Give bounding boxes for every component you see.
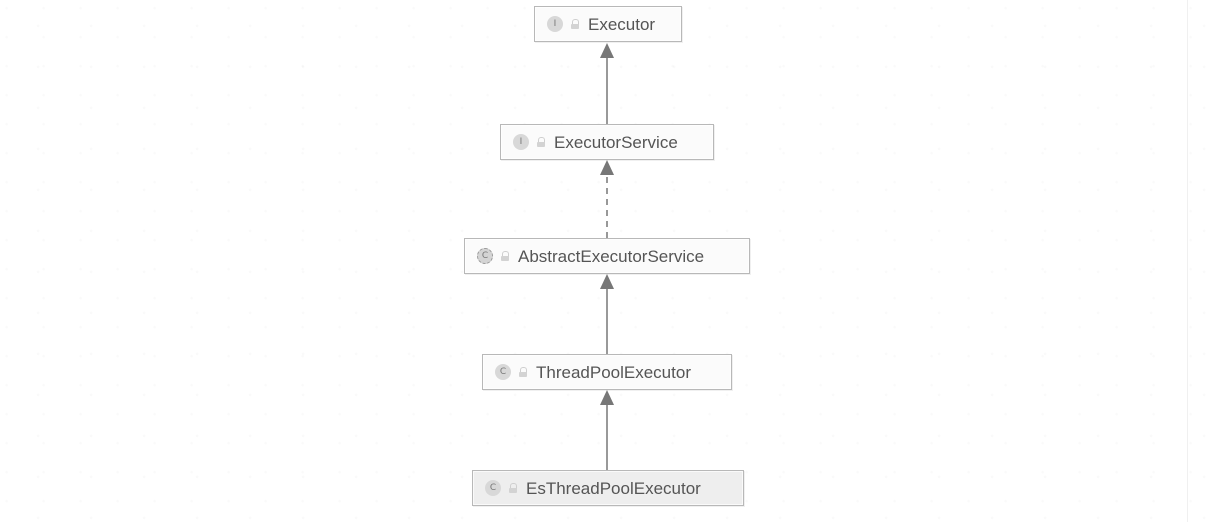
class-node-executor[interactable]: I Executor [534, 6, 682, 42]
class-node-thread-pool-executor[interactable]: C ThreadPoolExecutor [482, 354, 732, 390]
lock-icon [508, 483, 519, 493]
interface-type-icon: I [547, 16, 563, 32]
class-name-label: Executor [588, 14, 656, 34]
class-node-executor-service[interactable]: I ExecutorService [500, 124, 714, 160]
abstract-class-type-icon: C [477, 248, 493, 264]
lock-icon [518, 367, 529, 377]
class-name-label: EsThreadPoolExecutor [526, 478, 701, 498]
class-node-es-thread-pool-executor[interactable]: C EsThreadPoolExecutor [472, 470, 744, 506]
interface-type-icon: I [513, 134, 529, 150]
extends-arrow-es-thread-pool-executor-head [600, 390, 614, 405]
page-edge [1187, 0, 1188, 522]
class-name-label: AbstractExecutorService [518, 246, 705, 266]
lock-icon [500, 251, 511, 261]
extends-arrow-executor-service-head [600, 43, 614, 58]
lock-icon [570, 19, 581, 29]
class-name-label: ExecutorService [554, 132, 678, 152]
implements-arrow-abstract-executor-service-head [600, 160, 614, 175]
extends-arrow-thread-pool-executor-head [600, 274, 614, 289]
lock-icon [536, 137, 547, 147]
class-type-icon: C [485, 480, 501, 496]
class-node-abstract-executor-service[interactable]: C AbstractExecutorService [464, 238, 750, 274]
class-type-icon: C [495, 364, 511, 380]
class-name-label: ThreadPoolExecutor [536, 362, 691, 382]
